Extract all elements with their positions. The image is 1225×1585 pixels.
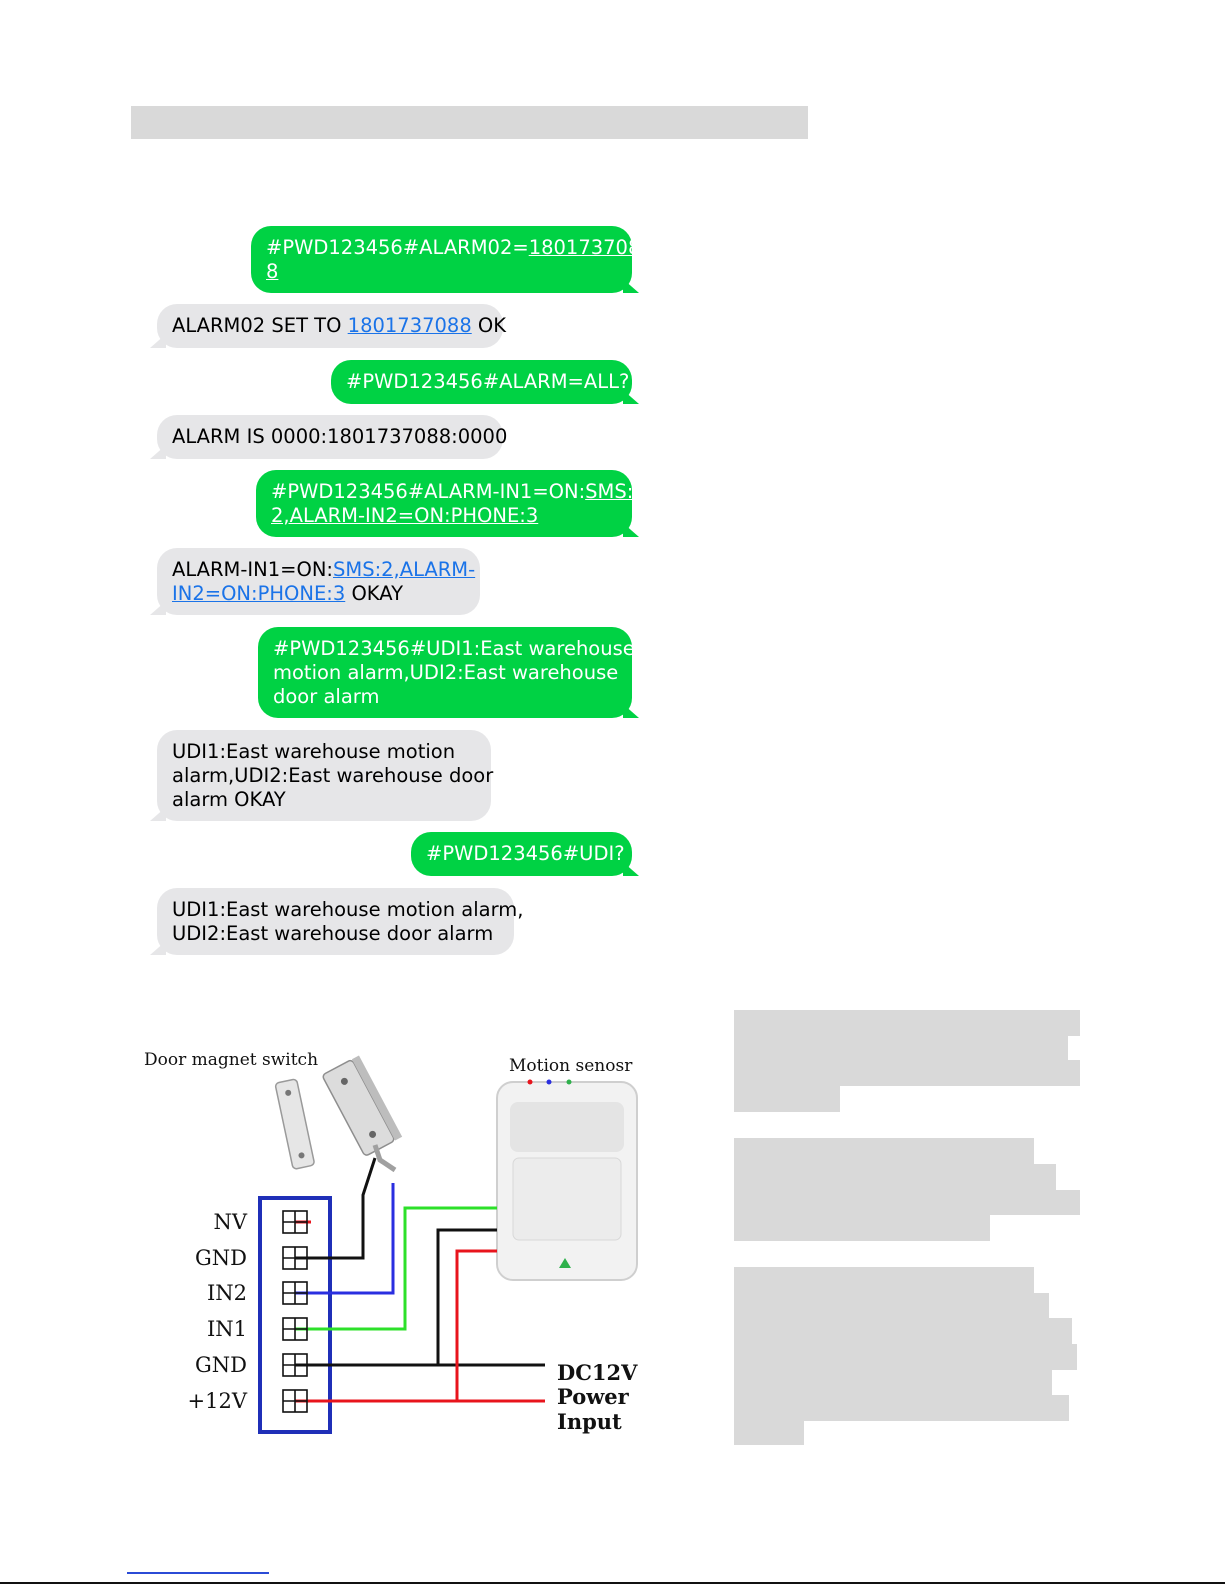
message-text: #PWD123456#ALARM02= — [266, 235, 529, 259]
terminal-label: GND — [195, 1246, 247, 1270]
bubble-tail — [150, 941, 166, 955]
bubble-tail — [623, 523, 639, 537]
message-link[interactable]: 180173708 — [528, 235, 641, 259]
bubble-tail — [150, 601, 166, 615]
bubble-tail — [623, 704, 639, 718]
message-link[interactable]: SMS:2,ALARM- — [333, 557, 476, 581]
wiring-diagram-svg — [258, 1055, 638, 1434]
message-text: ALARM IS 0000:1801737088:0000 — [172, 425, 508, 448]
door-magnet-small — [274, 1078, 315, 1170]
message-line: 8 — [266, 260, 617, 284]
message-line: alarm OKAY — [172, 788, 476, 812]
message-line: UDI1:East warehouse motion alarm, — [172, 898, 523, 922]
message-line: #PWD123456#UDI? — [426, 842, 625, 866]
motion-sensor-label: Motion senosr — [509, 1056, 633, 1076]
message-text: UDI2:East warehouse door alarm — [172, 921, 494, 945]
terminal-label: IN2 — [206, 1281, 247, 1305]
message-line: #PWD123456#ALARM02=180173708 — [266, 235, 640, 260]
wiring-diagram: Door magnet switch Motion senosr NV GND … — [135, 1040, 695, 1445]
bubble-tail — [623, 390, 639, 404]
message-text: #PWD123456#UDI? — [426, 842, 625, 865]
message-line: #PWD123456#ALARM=ALL? — [346, 370, 629, 394]
message-line: IN2=ON:PHONE:3 OKAY — [172, 582, 465, 606]
message-line: motion alarm,UDI2:East warehouse — [273, 660, 619, 685]
bubble-tail — [623, 862, 639, 876]
sent-message-bubble: #PWD123456#ALARM-IN1=ON:SMS:2,ALARM-IN2=… — [256, 470, 639, 537]
message-link[interactable]: 8 — [266, 259, 279, 283]
bubble-tail — [150, 807, 166, 821]
message-line: UDI2:East warehouse door alarm — [172, 922, 499, 946]
message-link[interactable]: SMS: — [585, 479, 634, 503]
message-line: UDI1:East warehouse motion — [172, 740, 476, 764]
bubble-tail — [150, 445, 166, 459]
message-text: #PWD123456#ALARM-IN1=ON: — [271, 479, 586, 503]
message-link[interactable]: 1801737088 — [347, 314, 472, 337]
sent-message-bubble: #PWD123456#ALARM=ALL? — [331, 360, 639, 404]
redacted-heading — [131, 106, 808, 139]
page-bottom-rule — [0, 1582, 1225, 1584]
terminal-label: +12V — [187, 1389, 247, 1413]
terminal-label: GND — [195, 1353, 247, 1377]
message-line: ALARM IS 0000:1801737088:0000 — [172, 425, 507, 449]
terminal-screws — [282, 1210, 308, 1413]
motion-sensor — [496, 1079, 638, 1281]
door-magnet-large — [322, 1055, 403, 1156]
message-text: #PWD123456#ALARM=ALL? — [346, 370, 630, 393]
message-text: UDI1:East warehouse motion alarm, — [172, 897, 524, 921]
message-line: 2,ALARM-IN2=ON:PHONE:3 — [271, 504, 617, 528]
message-text: OKAY — [345, 581, 403, 605]
received-message-bubble: UDI1:East warehouse motion alarm,UDI2:Ea… — [150, 888, 523, 955]
message-text: UDI1:East warehouse motion — [172, 739, 456, 763]
message-text: motion alarm,UDI2:East warehouse — [273, 660, 619, 684]
power-label-input: Power Input — [557, 1384, 629, 1434]
sent-message-bubble: #PWD123456#UDI? — [411, 832, 639, 876]
message-text: ALARM-IN1=ON: — [172, 557, 333, 581]
bubble-tail — [150, 334, 166, 348]
message-line: alarm,UDI2:East warehouse door — [172, 764, 493, 788]
message-text: #PWD123456#UDI1:East warehouse — [273, 636, 635, 660]
door-switch-label: Door magnet switch — [144, 1050, 319, 1070]
message-line: door alarm — [273, 685, 617, 709]
message-line: #PWD123456#UDI1:East warehouse — [273, 637, 635, 661]
received-message-bubble: ALARM-IN1=ON:SMS:2,ALARM-IN2=ON:PHONE:3 … — [150, 548, 480, 615]
message-line: ALARM02 SET TO 1801737088 OK — [172, 314, 506, 338]
message-text: alarm OKAY — [172, 787, 286, 811]
message-line: ALARM-IN1=ON:SMS:2,ALARM- — [172, 557, 475, 582]
terminal-label: NV — [213, 1210, 247, 1234]
message-line: #PWD123456#ALARM-IN1=ON:SMS: — [271, 479, 633, 504]
message-text: OK — [471, 314, 507, 337]
power-label-dc12v: DC12V — [557, 1360, 638, 1385]
bubble-tail — [623, 279, 639, 293]
message-text: door alarm — [273, 684, 380, 708]
received-message-bubble: ALARM IS 0000:1801737088:0000 — [150, 415, 507, 459]
message-link[interactable]: IN2=ON:PHONE:3 — [172, 581, 346, 605]
footer-link-underline[interactable] — [127, 1572, 269, 1574]
received-message-bubble: ALARM02 SET TO 1801737088 OK — [150, 304, 506, 348]
message-text: alarm,UDI2:East warehouse door — [172, 763, 494, 787]
message-text: ALARM02 SET TO — [172, 314, 348, 337]
terminal-label: IN1 — [206, 1317, 247, 1341]
message-link[interactable]: 2,ALARM-IN2=ON:PHONE:3 — [271, 503, 539, 527]
